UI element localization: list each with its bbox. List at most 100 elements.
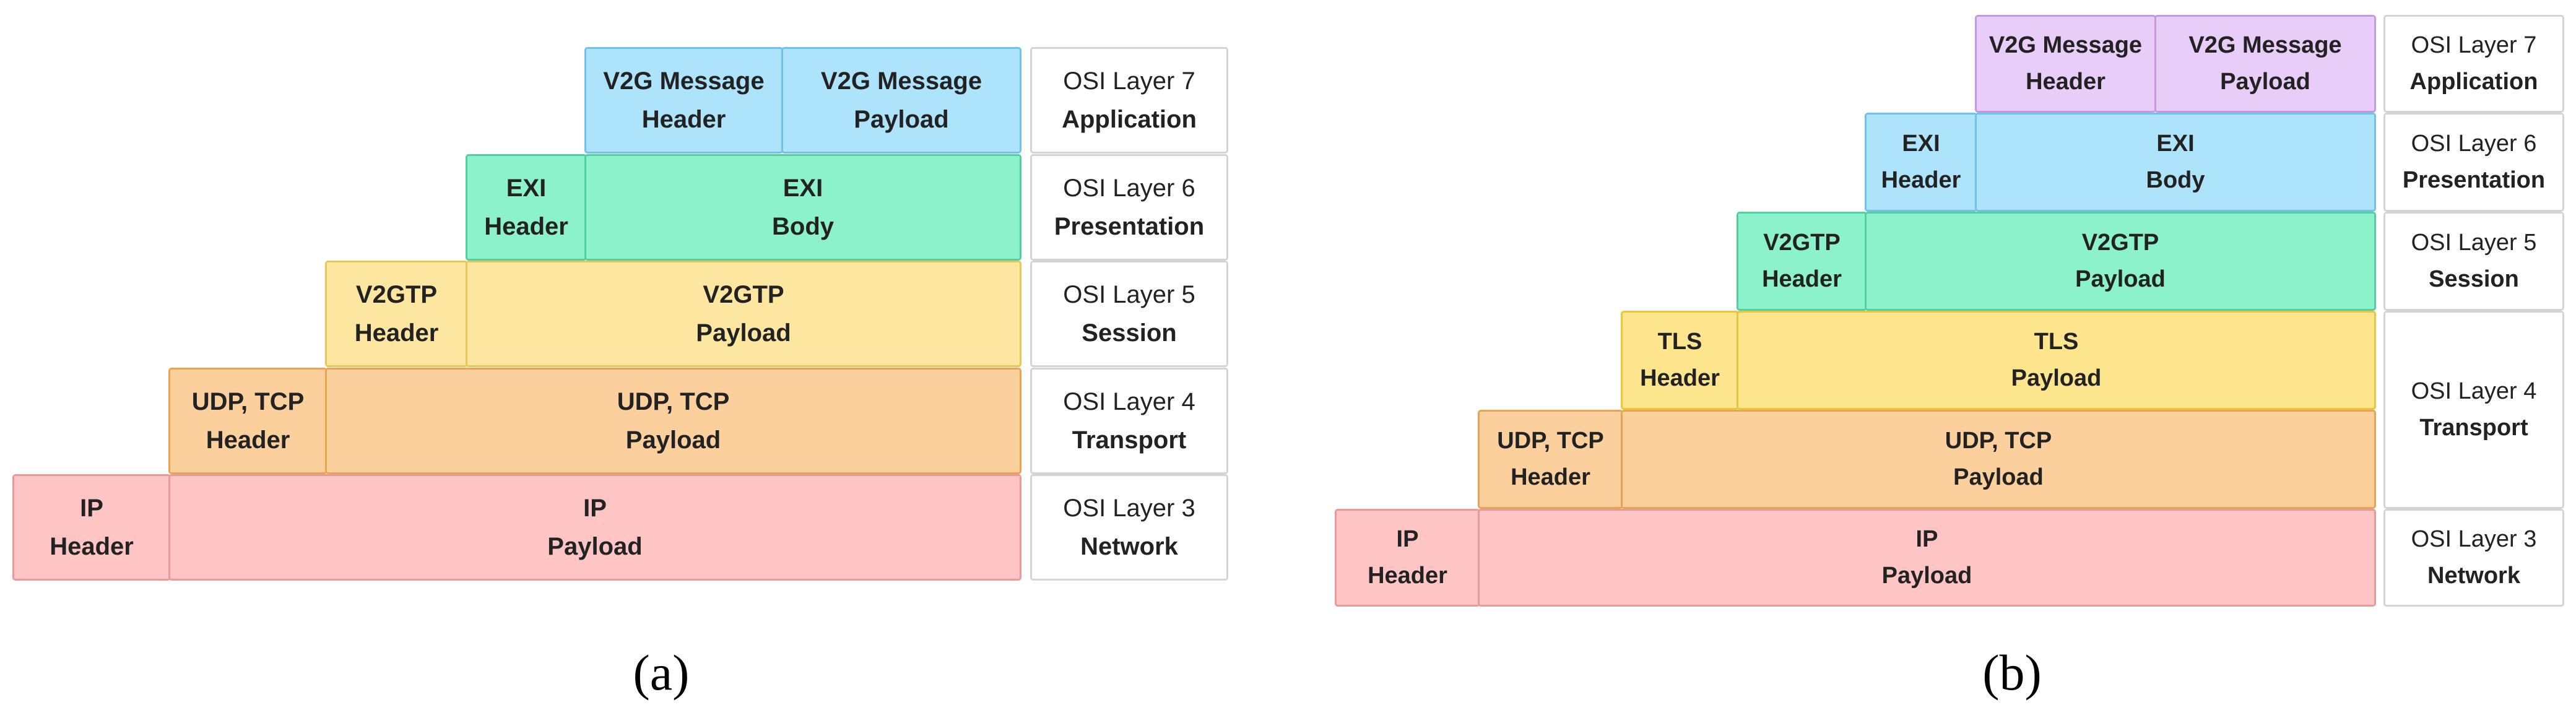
osi-layer-name: Network <box>2427 563 2520 589</box>
block-label-line1: EXI <box>506 175 547 202</box>
block-label-line1: UDP, TCP <box>1945 428 2052 454</box>
block-label-line1: UDP, TCP <box>617 388 730 415</box>
osi-layer-number: OSI Layer 3 <box>2411 526 2537 553</box>
block-label-line1: EXI <box>1902 131 1940 157</box>
block-label-line1: UDP, TCP <box>1497 428 1604 454</box>
v2g-message-header-block: V2G Message Header <box>584 47 783 154</box>
tls-header-block: TLS Header <box>1621 311 1739 410</box>
osi-layer-number: OSI Layer 6 <box>1063 175 1195 202</box>
udp-tcp-header-block: UDP, TCP Header <box>1478 410 1623 509</box>
exi-header-block: EXI Header <box>466 154 587 261</box>
osi-layer-number: OSI Layer 6 <box>2411 131 2537 157</box>
block-label-line1: V2GTP <box>2081 230 2159 256</box>
block-label-line2: Payload <box>625 426 721 454</box>
block-label-line2: Payload <box>2220 69 2310 95</box>
v2gtp-payload-block: V2GTP Payload <box>466 261 1021 367</box>
udp-tcp-payload-block: UDP, TCP Payload <box>1621 410 2376 509</box>
block-label-line1: IP <box>80 495 103 522</box>
osi-layer-name: Transport <box>1072 426 1187 454</box>
block-label-line2: Body <box>772 213 834 240</box>
block-label-line1: EXI <box>2156 131 2195 157</box>
osi-layer-number: OSI Layer 7 <box>2411 32 2537 59</box>
block-label-line2: Payload <box>1953 464 2044 490</box>
v2g-message-payload-block: V2G Message Payload <box>781 47 1021 154</box>
osi-layer-7-label: OSI Layer 7 Application <box>1030 47 1228 154</box>
exi-body-block: EXI Body <box>1975 113 2376 212</box>
block-label-line2: Header <box>2026 69 2105 95</box>
udp-tcp-payload-block: UDP, TCP Payload <box>325 368 1021 474</box>
block-label-line1: V2G Message <box>1988 32 2143 59</box>
caption-b: (b) <box>1982 644 2042 701</box>
block-label-line1: V2G Message <box>603 67 765 95</box>
osi-layer-4-label: OSI Layer 4 Transport <box>2383 311 2564 509</box>
block-label-line2: Header <box>484 213 568 240</box>
block-label-line2: Header <box>50 533 134 560</box>
ip-payload-block: IP Payload <box>1478 509 2376 607</box>
udp-tcp-header-block: UDP, TCP Header <box>168 368 327 474</box>
block-label-line1: IP <box>1915 526 1938 553</box>
v2g-message-payload-block: V2G Message Payload <box>2154 15 2376 113</box>
osi-layer-name: Transport <box>2419 415 2528 441</box>
tls-payload-block: TLS Payload <box>1737 311 2376 410</box>
block-label-line2: Header <box>1640 365 1720 391</box>
block-label-line2: Payload <box>1881 563 1972 589</box>
block-label-line2: Header <box>1762 266 1842 292</box>
osi-layer-number: OSI Layer 4 <box>2411 378 2537 405</box>
block-label-line2: Header <box>354 319 439 347</box>
block-label-line2: Payload <box>2075 266 2166 292</box>
osi-layer-5-label: OSI Layer 5 Session <box>1030 261 1228 367</box>
osi-layer-name: Presentation <box>2402 167 2546 193</box>
block-label-line1: V2G Message <box>820 67 982 95</box>
block-label-line2: Header <box>1368 563 1447 589</box>
ip-header-block: IP Header <box>1335 509 1480 607</box>
osi-layer-name: Presentation <box>1054 213 1205 240</box>
block-label-line2: Header <box>641 106 726 133</box>
osi-layer-number: OSI Layer 7 <box>1063 67 1195 95</box>
block-label-line1: IP <box>1396 526 1419 553</box>
osi-layer-name: Session <box>1082 319 1177 347</box>
exi-body-block: EXI Body <box>584 154 1021 261</box>
block-label-line1: V2GTP <box>703 281 784 308</box>
osi-layer-name: Application <box>1062 106 1197 133</box>
block-label-line2: Payload <box>2011 365 2102 391</box>
v2gtp-header-block: V2GTP Header <box>325 261 468 367</box>
block-label-line1: TLS <box>1657 329 1702 355</box>
v2gtp-payload-block: V2GTP Payload <box>1865 212 2376 311</box>
block-label-line1: V2GTP <box>1763 230 1841 256</box>
block-label-line1: UDP, TCP <box>191 388 305 415</box>
ip-payload-block: IP Payload <box>168 474 1021 581</box>
block-label-line2: Header <box>1511 464 1590 490</box>
block-label-line1: EXI <box>783 175 823 202</box>
osi-layer-7-label: OSI Layer 7 Application <box>2383 15 2564 113</box>
osi-layer-6-label: OSI Layer 6 Presentation <box>1030 154 1228 261</box>
osi-layer-6-label: OSI Layer 6 Presentation <box>2383 113 2564 212</box>
osi-layer-5-label: OSI Layer 5 Session <box>2383 212 2564 311</box>
block-label-line1: V2G Message <box>2188 32 2342 59</box>
osi-layer-3-label: OSI Layer 3 Network <box>2383 509 2564 607</box>
v2gtp-header-block: V2GTP Header <box>1737 212 1867 311</box>
block-label-line2: Payload <box>854 106 949 133</box>
block-label-line2: Body <box>2146 167 2205 193</box>
block-label-line1: TLS <box>2034 329 2079 355</box>
v2g-message-header-block: V2G Message Header <box>1975 15 2156 113</box>
osi-layer-name: Session <box>2429 266 2519 292</box>
osi-layer-number: OSI Layer 4 <box>1063 388 1195 415</box>
block-label-line2: Payload <box>547 533 643 560</box>
osi-layer-number: OSI Layer 3 <box>1063 495 1195 522</box>
block-label-line1: IP <box>583 495 607 522</box>
exi-header-block: EXI Header <box>1865 113 1977 212</box>
osi-layer-name: Application <box>2409 69 2538 95</box>
ip-header-block: IP Header <box>12 474 171 581</box>
osi-layer-number: OSI Layer 5 <box>2411 230 2537 256</box>
osi-layer-4-label: OSI Layer 4 Transport <box>1030 368 1228 474</box>
osi-layer-name: Network <box>1080 533 1178 560</box>
osi-layer-number: OSI Layer 5 <box>1063 281 1195 308</box>
block-label-line2: Header <box>1881 167 1961 193</box>
block-label-line2: Header <box>206 426 290 454</box>
osi-layer-3-label: OSI Layer 3 Network <box>1030 474 1228 581</box>
block-label-line2: Payload <box>696 319 791 347</box>
caption-a: (a) <box>633 644 690 701</box>
block-label-line1: V2GTP <box>355 281 438 308</box>
